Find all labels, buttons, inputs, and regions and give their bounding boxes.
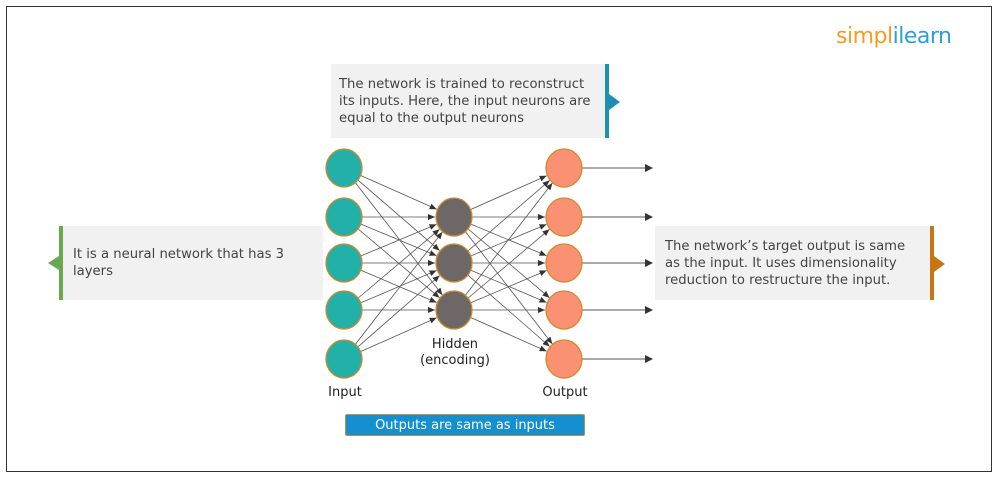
connection-hidden-2-to-output-5 — [467, 274, 550, 347]
output-neuron-1 — [545, 148, 583, 188]
connection-input-5-to-hidden-3 — [360, 317, 437, 353]
output-neuron-5 — [545, 339, 583, 379]
callout-left-pointer-icon — [48, 256, 59, 270]
callout-left: It is a neural network that has 3 layers — [63, 226, 323, 300]
hidden-label-line1: Hidden — [431, 337, 479, 352]
connection-input-1-to-hidden-3 — [354, 181, 443, 296]
input-neuron-1 — [325, 148, 363, 188]
callout-left-accent-bar — [59, 226, 63, 300]
callout-right-pointer-icon — [934, 256, 945, 272]
hidden-neuron-3 — [435, 290, 473, 330]
output-layer-label: Output — [542, 385, 588, 400]
hidden-layer-label: Hidden(encoding) — [410, 337, 500, 369]
connection-input-5-to-hidden-1 — [354, 231, 443, 346]
connection-input-4-to-hidden-1 — [357, 228, 440, 299]
callout-top-pointer-icon — [609, 94, 620, 110]
connection-input-1-to-hidden-1 — [360, 174, 437, 210]
hidden-neuron-2 — [435, 243, 473, 283]
callout-top: The network is trained to reconstruct it… — [331, 64, 606, 138]
hidden-neuron-1 — [435, 197, 473, 237]
connection-input-4-to-hidden-2 — [360, 270, 437, 304]
input-layer-label: Input — [328, 385, 362, 400]
input-neuron-5 — [325, 339, 363, 379]
connection-input-1-to-hidden-2 — [357, 179, 440, 251]
callout-right-accent-bar — [930, 226, 934, 300]
connection-hidden-3-to-output-2 — [467, 228, 550, 299]
connection-hidden-1-to-output-1 — [470, 175, 547, 211]
hidden-label-line2: (encoding) — [420, 353, 490, 368]
connection-hidden-3-to-output-3 — [470, 270, 547, 304]
output-neuron-2 — [545, 197, 583, 237]
input-neuron-3 — [325, 243, 363, 283]
summary-banner: Outputs are same as inputs — [345, 414, 585, 436]
input-neuron-2 — [325, 197, 363, 237]
logo-part-learn: ilearn — [892, 24, 952, 49]
connection-hidden-3-to-output-5 — [470, 316, 547, 352]
input-neuron-4 — [325, 290, 363, 330]
callout-top-accent-bar — [605, 64, 609, 138]
logo-part-simpl: simpl — [836, 24, 893, 49]
connection-input-5-to-hidden-2 — [357, 275, 440, 348]
connection-hidden-3-to-output-1 — [464, 182, 553, 297]
output-neuron-3 — [545, 243, 583, 283]
callout-right: The network’s target output is same as t… — [655, 226, 931, 300]
connection-hidden-2-to-output-1 — [467, 180, 550, 252]
connection-input-3-to-hidden-1 — [360, 223, 437, 257]
connection-hidden-1-to-output-5 — [464, 230, 553, 345]
output-neuron-4 — [545, 290, 583, 330]
simplilearn-logo: simplilearn — [836, 24, 952, 49]
